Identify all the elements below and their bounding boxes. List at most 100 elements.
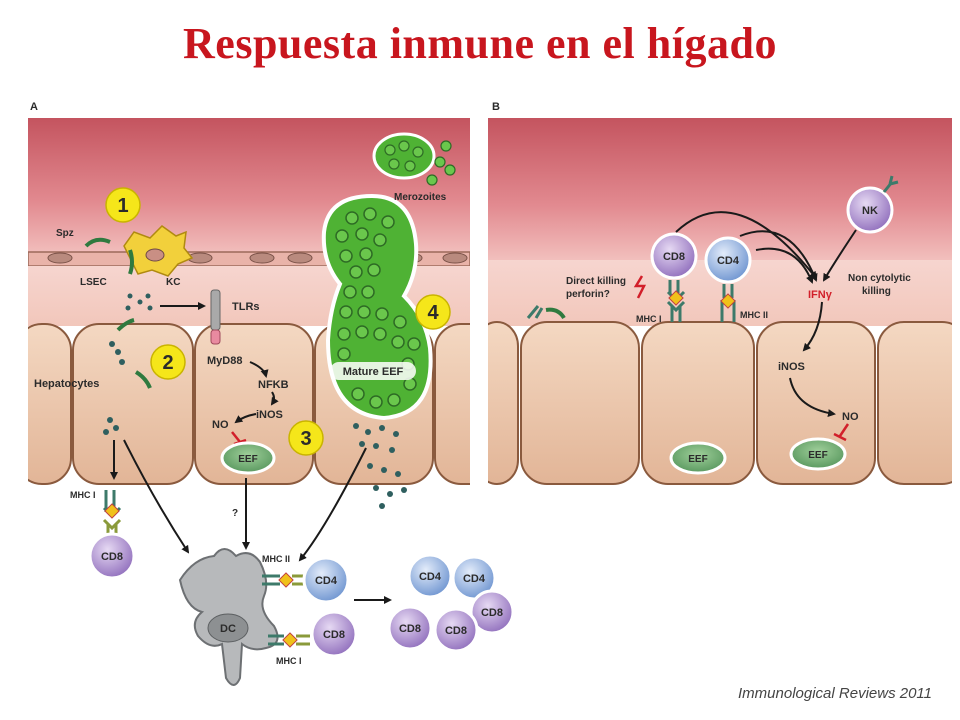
peptide-left-icon bbox=[104, 503, 120, 519]
cd4-dc-label: CD4 bbox=[315, 575, 338, 587]
cd8-left-label: CD8 bbox=[101, 551, 123, 563]
lsec-label: LSEC bbox=[80, 277, 107, 288]
merozoites-label: Merozoites bbox=[394, 192, 447, 203]
step-2-badge bbox=[150, 344, 186, 380]
sporozoite-in-kc-icon bbox=[128, 249, 134, 275]
tlr-tail-icon bbox=[210, 329, 221, 345]
step-4-badge bbox=[415, 294, 451, 330]
slide-title: Respuesta inmune en el hígado bbox=[183, 19, 777, 68]
sporozoite-icon bbox=[84, 237, 111, 248]
hepatocytes-label: Hepatocytes bbox=[34, 378, 99, 390]
myd88-label: MyD88 bbox=[207, 355, 242, 367]
arrow-cd4b-to-ifn bbox=[755, 247, 814, 284]
cd8-cell-b bbox=[650, 232, 698, 280]
panel-a: A Spz L bbox=[28, 101, 515, 686]
clone-cd8-2 bbox=[387, 605, 433, 651]
peptide-b-cd8-icon bbox=[668, 290, 684, 306]
mhc-i-dc-label: MHC I bbox=[276, 656, 302, 666]
cd4-cell-b bbox=[704, 236, 752, 284]
tcr-cd8-dc-icon bbox=[296, 634, 310, 646]
arrow-cd4-to-ifn bbox=[739, 230, 818, 282]
nfkb-label: NFKB bbox=[258, 379, 289, 391]
clone-cd4-2-label: CD4 bbox=[463, 573, 486, 585]
step-2-number: 2 bbox=[162, 352, 173, 374]
arrow-ifn-to-inos bbox=[802, 301, 823, 352]
direct-killing-label-2: perforin? bbox=[566, 289, 610, 300]
eef-vacuole-a bbox=[220, 441, 276, 475]
receptor-b-icon bbox=[526, 305, 544, 319]
arrow-cd8-to-ifn bbox=[675, 211, 818, 280]
mature-eef-label: Mature EEF bbox=[343, 366, 404, 378]
sporozoite-migrating-icon bbox=[134, 370, 152, 389]
step-1-badge bbox=[105, 187, 141, 223]
eef-b1-label: EEF bbox=[688, 454, 707, 465]
mature-eef-merozoites bbox=[335, 207, 421, 409]
step-3-number: 3 bbox=[300, 428, 311, 450]
arrow-nk-to-ifn bbox=[822, 229, 857, 282]
inos-b-label: iNOS bbox=[778, 361, 805, 373]
no-label: NO bbox=[212, 419, 229, 431]
non-cytolytic-label-2: killing bbox=[862, 286, 891, 297]
arrow-inos-no bbox=[234, 413, 257, 424]
mhc-ii-a-icon bbox=[262, 574, 280, 586]
mhc-i-dc-icon bbox=[268, 634, 284, 646]
eef-vacuole-b2 bbox=[789, 437, 847, 471]
mhc-ii-label-a: MHC II bbox=[262, 554, 290, 564]
dc-label: DC bbox=[220, 623, 236, 635]
hepatocyte-row-b bbox=[488, 321, 952, 485]
inos-label: iNOS bbox=[256, 409, 283, 421]
mhc-i-b-label: MHC I bbox=[636, 314, 662, 324]
peptide-cd4-a-icon bbox=[278, 572, 294, 588]
clone-cd4-1-label: CD4 bbox=[419, 571, 442, 583]
panel-a-letter: A bbox=[30, 101, 38, 113]
cd8-dc-label: CD8 bbox=[323, 629, 345, 641]
cd8-cell-dc bbox=[310, 610, 358, 658]
clone-cd8-3-label: CD8 bbox=[445, 625, 467, 637]
dc-nucleus bbox=[207, 613, 249, 643]
non-cytolytic-label-1: Non cytolytic bbox=[848, 273, 911, 284]
no-b-inhibit-bar bbox=[833, 432, 847, 442]
step-4-number: 4 bbox=[427, 302, 439, 324]
panel-b: B CD8 CD4 MHC I MHC II Direct killing bbox=[488, 101, 952, 485]
no-inhibit-line bbox=[231, 431, 241, 443]
clone-cd8-1-label: CD8 bbox=[481, 607, 503, 619]
lightning-icon bbox=[633, 275, 647, 299]
step-1-number: 1 bbox=[117, 195, 128, 217]
question-mark-label: ? bbox=[232, 508, 238, 519]
kc-label: KC bbox=[166, 277, 180, 288]
clone-cd4-1 bbox=[407, 553, 453, 599]
cd8-cell-left bbox=[88, 532, 136, 580]
panel-b-letter: B bbox=[492, 101, 500, 113]
nk-receptor-icon bbox=[882, 175, 899, 193]
peptide-b-cd4-icon bbox=[720, 293, 736, 309]
eef-vacuole-b1 bbox=[669, 441, 727, 475]
tlr-receptor-icon bbox=[210, 289, 221, 331]
eef-b2-label: EEF bbox=[808, 450, 827, 461]
mature-eef-label-bg bbox=[330, 362, 416, 380]
mhc-ii-b-icon bbox=[720, 284, 736, 322]
cd8-b-label: CD8 bbox=[663, 251, 685, 263]
clone-cd8-1 bbox=[469, 589, 515, 635]
nk-cell bbox=[846, 186, 894, 234]
ifn-gamma-label: IFNγ bbox=[808, 289, 833, 301]
clone-cd8-2-label: CD8 bbox=[399, 623, 421, 635]
kupffer-nucleus bbox=[145, 248, 165, 262]
mhc-i-left-label: MHC I bbox=[70, 490, 96, 500]
cd4-b-label: CD4 bbox=[717, 255, 740, 267]
sporozoite-b-icon bbox=[545, 307, 566, 320]
direct-killing-label-1: Direct killing bbox=[566, 276, 626, 287]
sporozoite-entering-icon bbox=[116, 318, 135, 332]
mhc-ii-b-label: MHC II bbox=[740, 310, 768, 320]
no-b-inhibit-line bbox=[838, 423, 850, 437]
peptide-cd8-dc-icon bbox=[282, 632, 298, 648]
arrow-merozoites-to-dc bbox=[298, 447, 367, 562]
eef-label-a: EEF bbox=[238, 454, 257, 465]
arrow-nfkb-inos bbox=[270, 391, 279, 406]
clone-cd8-3 bbox=[433, 607, 479, 653]
arrow-myd88-nfkb bbox=[249, 361, 269, 378]
step-3-badge bbox=[288, 420, 324, 456]
arrow-inos-to-no bbox=[789, 377, 836, 418]
clonal-expansion: CD4 CD4 CD8 CD8 CD8 bbox=[387, 553, 515, 653]
source-credit: Immunological Reviews 2011 bbox=[738, 685, 932, 702]
